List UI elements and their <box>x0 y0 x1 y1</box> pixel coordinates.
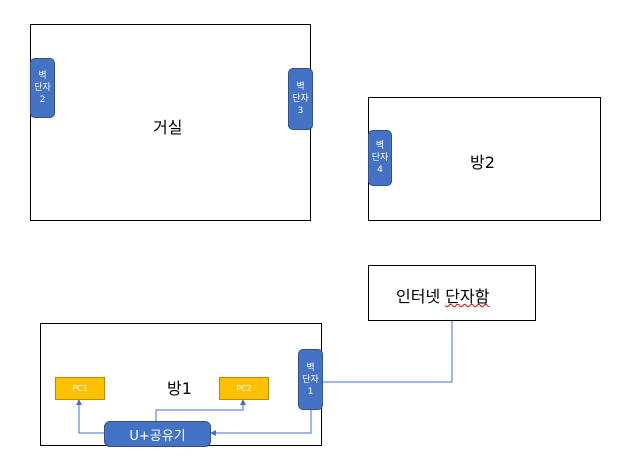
internet-box-label: 인터넷 단자함 <box>396 283 489 307</box>
living-room-box <box>30 24 311 221</box>
room1-label: 방1 <box>167 379 192 398</box>
pc1: PC1 <box>55 377 105 400</box>
router: U+공유기 <box>104 421 211 447</box>
internet-box <box>368 265 536 321</box>
line-router-to-pc1 <box>76 399 104 434</box>
pc2: PC2 <box>219 377 269 400</box>
living-room-label: 거실 <box>153 118 183 137</box>
line-internet-to-jack1 <box>323 321 453 383</box>
room2-label: 방2 <box>470 153 495 172</box>
internet-box-label-b: 단자함 <box>445 287 490 306</box>
line-router-to-pc2 <box>155 399 246 422</box>
internet-box-label-a: 인터넷 <box>396 287 446 306</box>
line-jack1-to-router <box>210 410 312 436</box>
